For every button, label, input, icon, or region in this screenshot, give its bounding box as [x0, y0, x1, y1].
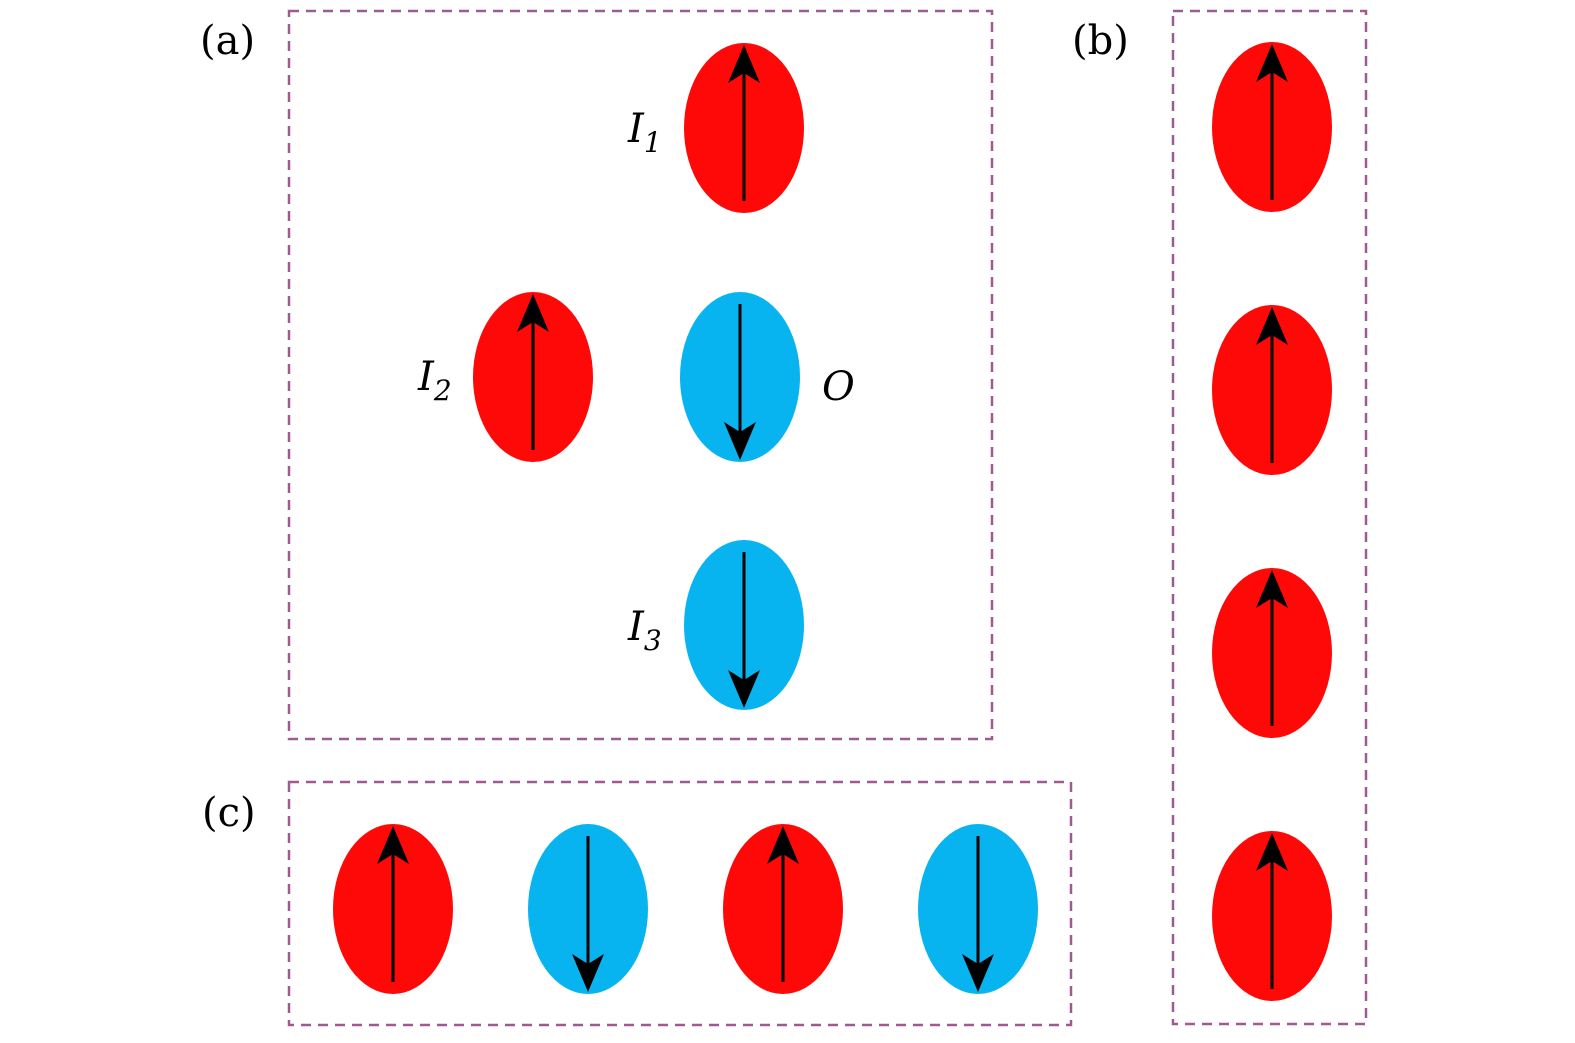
arrow-up-icon	[1256, 307, 1288, 345]
label-I1: I1	[627, 106, 662, 159]
panel-b-spin	[1212, 42, 1332, 212]
panel-c-frame	[287, 780, 1073, 1027]
panel-a-spin	[684, 540, 804, 710]
panel-a-spin	[473, 292, 593, 462]
arrow-down-icon	[728, 670, 760, 708]
panel-b-spin	[1212, 305, 1332, 475]
panel-b-label: (b)	[1072, 18, 1129, 64]
panel-b-spin	[1212, 568, 1332, 738]
panel-c-spin	[723, 824, 843, 994]
panel-c-label: (c)	[202, 790, 256, 836]
panel-a-label: (a)	[200, 18, 255, 64]
panel-c-spin	[918, 824, 1038, 994]
label-I2: I2	[417, 354, 452, 407]
arrow-up-icon	[1256, 44, 1288, 82]
arrow-up-icon	[1256, 570, 1288, 608]
arrow-up-icon	[517, 294, 549, 332]
panel-a-spin	[680, 292, 800, 462]
panel-c-spin	[528, 824, 648, 994]
arrow-down-icon	[572, 954, 604, 992]
panel-a-spin	[684, 43, 804, 213]
arrow-up-icon	[767, 826, 799, 864]
label-O: O	[822, 364, 855, 410]
arrow-down-icon	[724, 422, 756, 460]
panel-b-frame	[1171, 9, 1368, 1026]
label-I3: I3	[627, 604, 662, 657]
panel-b-spin	[1212, 831, 1332, 1001]
arrow-down-icon	[962, 954, 994, 992]
arrow-up-icon	[1256, 833, 1288, 871]
arrow-up-icon	[377, 826, 409, 864]
panel-c-spin	[333, 824, 453, 994]
arrow-up-icon	[728, 45, 760, 83]
